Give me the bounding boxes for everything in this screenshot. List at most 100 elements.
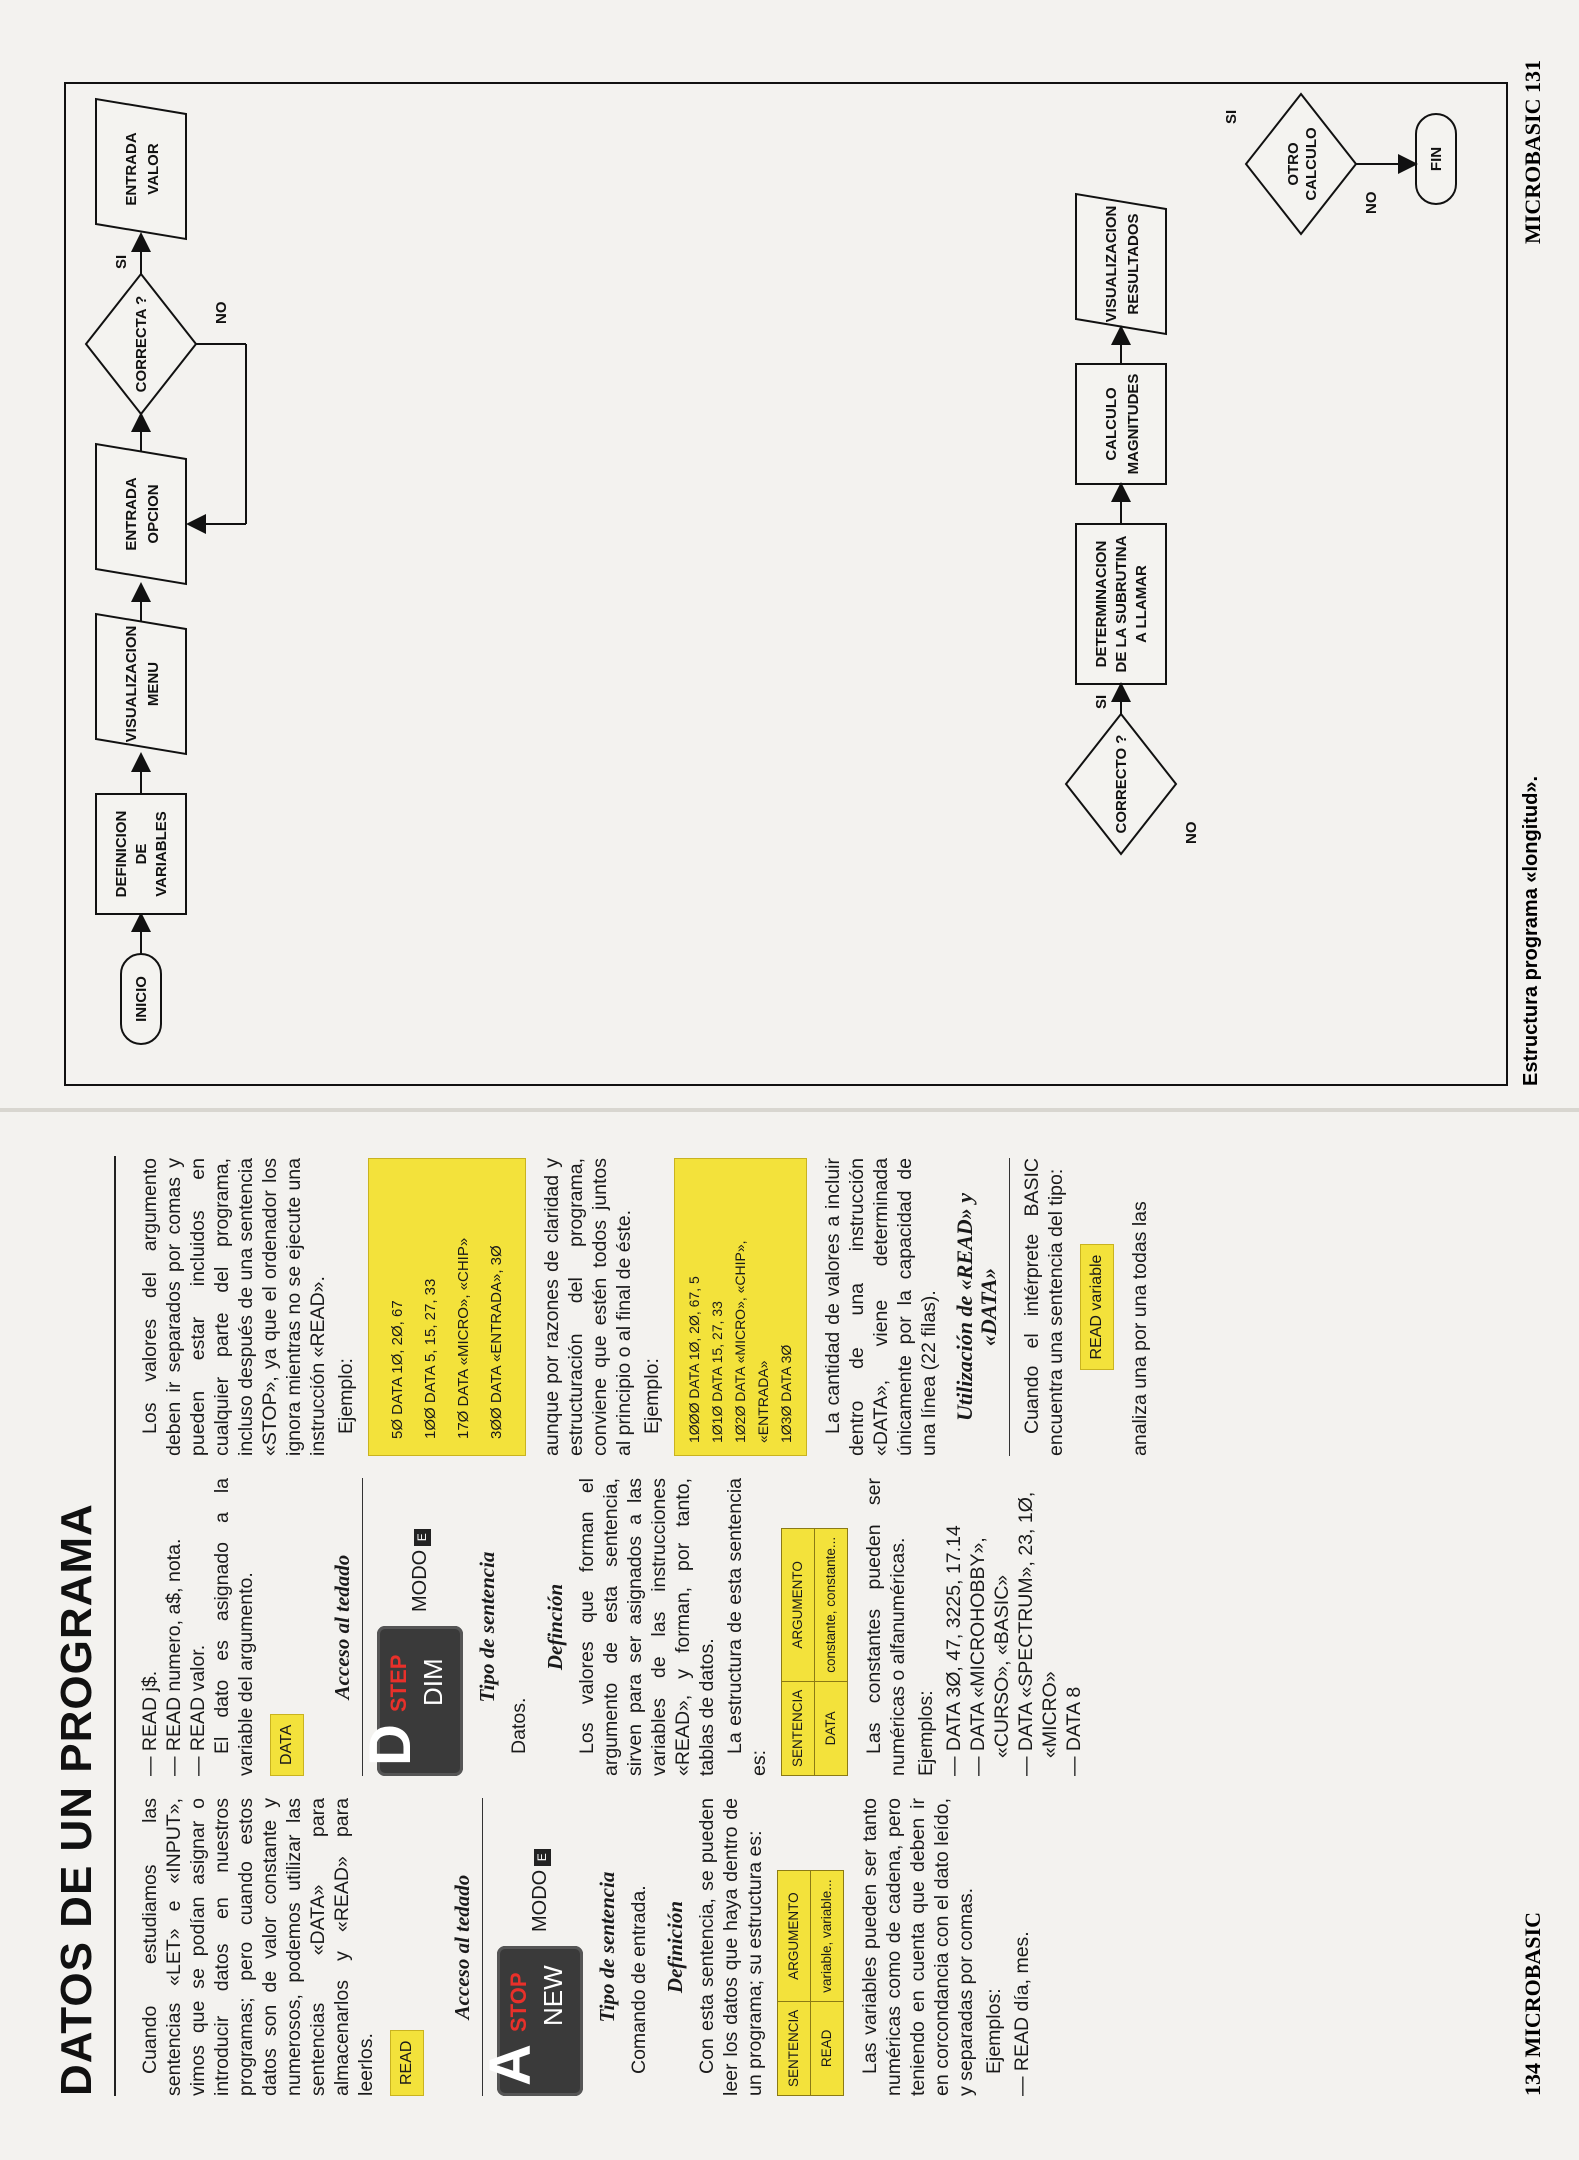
node-label: VISUALIZACION <box>1103 206 1120 323</box>
code-line: 1Ø1Ø DATA 15, 27, 33 <box>709 1301 725 1443</box>
table-cell: variable, variable... <box>810 1870 844 2002</box>
utilizacion-heading: Utilización de «READ» y «DATA» <box>952 1193 1001 1421</box>
modo-label: MODO <box>529 1869 551 1932</box>
list-item: — READ día, mes. <box>1011 1931 1033 2096</box>
table-header: ARGUMENTO <box>777 1870 811 2002</box>
acceso-heading: Acceso al tedado <box>450 1874 474 2020</box>
code-example-2: 1ØØØ DATA 1Ø, 2Ø, 67, 5 1Ø1Ø DATA 15, 27… <box>674 1158 807 1456</box>
left-footer: 134 MICROBASIC <box>1520 1912 1545 2096</box>
column-1: Cuando estudiamos las sentencias «LET» e… <box>138 1798 1034 2096</box>
ejemplos-label-2: Ejemplos: <box>915 1690 937 1776</box>
list-item: — READ valor. <box>187 1644 209 1776</box>
code-line: 1Ø3Ø DATA 3Ø <box>778 1344 794 1443</box>
read-intro: Cuando estudiamos las sentencias «LET» e… <box>139 1798 377 2096</box>
data-structure-text: La estructura de esta sentencia es: <box>724 1478 770 1776</box>
read-variables: Las variables pueden ser tanto numéricas… <box>859 1798 977 2096</box>
node-label: CALCULO <box>1103 387 1120 461</box>
modo-e-2: MODO E <box>408 1528 432 1612</box>
flowchart: INICIO DEFINICION DE VARIABLES VISUALIZA… <box>84 92 1457 1045</box>
node-label: ENTRADA <box>123 477 140 550</box>
list-item: — DATA «MICROHOBBY», «CURSO», «BASIC» <box>967 1537 1013 1776</box>
data-keyword: DATA <box>270 1713 304 1776</box>
node-label: DE <box>133 844 150 865</box>
node-label: A LLAMAR <box>1133 565 1150 643</box>
key-letter: A <box>478 2044 543 2086</box>
visualizacion-menu-node <box>95 612 187 756</box>
list-item: — DATA 3Ø, 47, 3225, 17.14 <box>943 1525 965 1776</box>
fin-label: FIN <box>1428 147 1445 171</box>
si-label: SI <box>1093 695 1110 709</box>
read-examples: — READ día, mes. <box>1010 1798 1034 2096</box>
read-tipo: Comando de entrada. <box>628 1885 650 2074</box>
code-line: 3ØØ DATA «ENTRADA», 3Ø <box>488 1245 505 1439</box>
code-line: 1ØØØ DATA 1Ø, 2Ø, 67, 5 <box>686 1276 702 1443</box>
code-line: 5Ø DATA 1Ø, 2Ø, 67 <box>389 1300 406 1439</box>
key-red-label: STOP <box>506 1972 531 2032</box>
a-stop-new-key-icon: A STOP NEW <box>478 1946 583 2096</box>
node-label: DE LA SUBRUTINA <box>1113 535 1130 672</box>
read-variable-keyword: READ variable <box>1080 1243 1114 1371</box>
key-sub-label: DIM <box>418 1658 448 1706</box>
utilizacion-end: analiza una por una todas las <box>1129 1201 1151 1456</box>
inicio-label: INICIO <box>133 976 150 1022</box>
code-line: 17Ø DATA «MICRO», «CHIP» <box>455 1237 472 1439</box>
read-keyword: READ <box>390 2029 424 2096</box>
utilizacion-text: Cuando el intérprete BASIC encuentra una… <box>1021 1158 1067 1456</box>
ejemplo-label-2: Ejemplo: <box>641 1358 663 1434</box>
read-key-row: A STOP NEW MODO E <box>478 1798 583 2096</box>
section-rule <box>1009 1158 1010 1456</box>
table-cell: constante, constante... <box>814 1528 848 1682</box>
list-item: — READ numero, a$, nota. <box>163 1538 185 1776</box>
modo-box: E <box>534 1848 551 1866</box>
key-letter: D <box>358 1724 423 1766</box>
left-page: DATOS DE UN PROGRAMA Cuando estudiamos l… <box>0 1110 1579 2160</box>
tipo-heading: Tipo de sentencia <box>595 1871 619 2023</box>
code-line: 1Ø2Ø DATA «MICRO», «CHIP», «ENTRADA» <box>732 1240 771 1443</box>
code-example-1: 5Ø DATA 1Ø, 2Ø, 67 1ØØ DATA 5, 15, 27, 3… <box>368 1158 526 1456</box>
list-item: — READ j$. <box>139 1670 161 1776</box>
entrada-valor-node <box>95 97 187 241</box>
modo-e: MODO E <box>528 1848 552 1932</box>
modo-label: MODO <box>409 1549 431 1612</box>
acceso-heading-2: Acceso al tedado <box>330 1554 354 1700</box>
decision-label: CALCULO <box>1303 127 1320 201</box>
key-red-label: STEP <box>386 1654 411 1712</box>
data-constants: Las constantes pueden ser numéricas o al… <box>863 1478 909 1776</box>
node-label: VISUALIZACION <box>123 626 140 743</box>
calculo-node <box>1075 363 1167 485</box>
no-label: NO <box>1183 821 1200 844</box>
flowchart-frame: INICIO DEFINICION DE VARIABLES VISUALIZA… <box>64 82 1508 1086</box>
title-rule <box>114 1156 116 2096</box>
visualizacion-resultados-node <box>1075 192 1167 336</box>
data-values-text: Los valores del argumento deben ir separ… <box>139 1158 329 1456</box>
figure-caption: Estructura programa «longitud». <box>1520 775 1542 1086</box>
definicion-heading-2: Definción <box>543 1583 567 1671</box>
data-order-text: aunque por razones de claridad y estruct… <box>541 1158 635 1456</box>
data-amount-text: La cantidad de valores a incluir dentro … <box>822 1158 940 1456</box>
right-page: INICIO DEFINICION DE VARIABLES VISUALIZA… <box>64 60 1545 1086</box>
node-label: DETERMINACION <box>1093 541 1110 668</box>
node-label: OPCION <box>145 484 162 543</box>
table-header: SENTENCIA <box>781 1681 815 1776</box>
column-3: Los valores del argumento deben ir separ… <box>138 1158 1156 1456</box>
node-label: MAGNITUDES <box>1125 374 1142 475</box>
ejemplo-label: Ejemplo: <box>335 1358 357 1434</box>
node-label: RESULTADOS <box>1125 213 1142 314</box>
page-title: DATOS DE UN PROGRAMA <box>52 1503 101 2096</box>
code-line: 1ØØ DATA 5, 15, 27, 33 <box>422 1278 439 1439</box>
table-cell: DATA <box>814 1681 848 1776</box>
read-examples-cont: — READ j$. — READ numero, a$, nota. — RE… <box>138 1478 210 1776</box>
table-cell: READ <box>810 2001 844 2096</box>
decision-label: OTRO <box>1285 142 1302 186</box>
no-label: NO <box>1363 191 1380 214</box>
read-definition: Con esta sentencia, se pueden leer los d… <box>696 1798 766 2096</box>
modo-box: E <box>414 1528 431 1546</box>
data-tipo: Datos. <box>508 1697 530 1754</box>
node-label: DEFINICION <box>113 811 130 898</box>
node-label: ENTRADA <box>123 132 140 205</box>
key-sub-label: NEW <box>538 1965 568 2026</box>
table-header: SENTENCIA <box>777 2001 811 2096</box>
